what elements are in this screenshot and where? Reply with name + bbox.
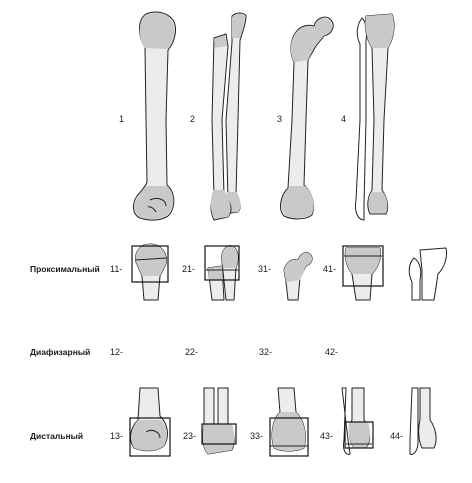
segment-11-proximal-humerus: [131, 243, 169, 301]
code-33: 33-: [250, 431, 264, 441]
code-41: 41-: [323, 264, 337, 274]
segment-13-distal-humerus: [129, 387, 171, 457]
code-12: 12-: [110, 347, 124, 357]
code-44: 44-: [390, 431, 404, 441]
code-22: 22-: [185, 347, 199, 357]
row-label-diaphyseal: Диафизарный: [30, 347, 91, 357]
tibia-fibula-bones: [355, 13, 395, 221]
row-label-proximal: Проксимальный: [30, 264, 100, 274]
femur-bone: [280, 16, 334, 220]
forearm-bones: [210, 12, 247, 221]
code-21: 21-: [182, 264, 196, 274]
code-11: 11-: [110, 264, 123, 274]
bone-number-4: 4: [341, 114, 347, 124]
bone-number-1: 1: [119, 114, 125, 124]
segment-23-distal-forearm: [201, 387, 237, 455]
segment-41-proximal-tibia: [342, 245, 384, 301]
code-23: 23-: [183, 431, 197, 441]
bone-number-2: 2: [190, 114, 196, 124]
proximal-tibia-fibula-side-view: [408, 247, 447, 301]
humerus-bone: [132, 11, 176, 221]
row-label-distal: Дистальный: [30, 431, 84, 441]
bone-number-3: 3: [277, 114, 283, 124]
segment-31-proximal-femur: [283, 251, 313, 301]
segment-33-distal-femur: [269, 387, 309, 457]
segment-44-malleolar: [409, 387, 437, 455]
code-42: 42-: [325, 347, 339, 357]
code-31: 31-: [258, 264, 272, 274]
segment-43-distal-tibia: [341, 387, 374, 455]
code-43: 43-: [320, 431, 334, 441]
code-13: 13-: [110, 431, 124, 441]
segment-21-proximal-forearm: [204, 245, 240, 301]
code-32: 32-: [259, 347, 273, 357]
